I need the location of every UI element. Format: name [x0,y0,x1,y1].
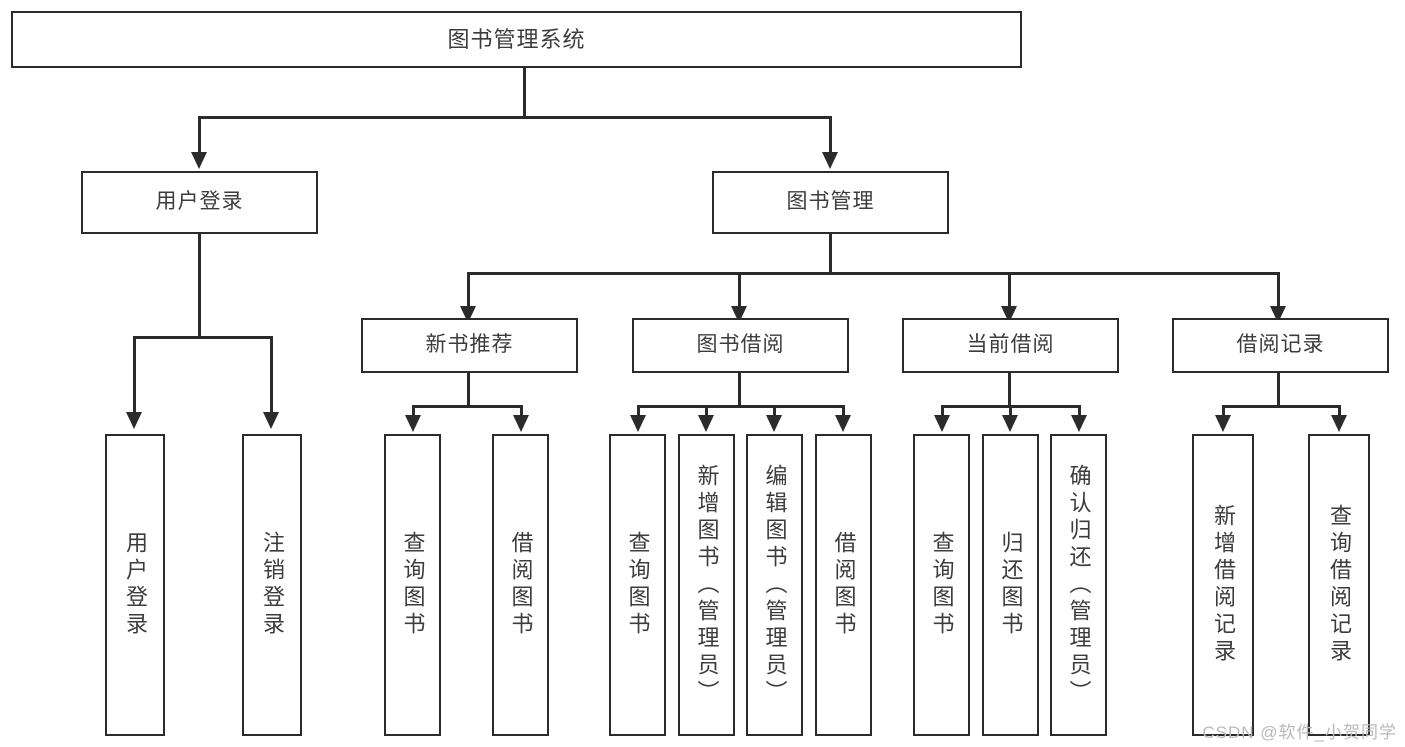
node-label: 借阅图书 [831,531,857,639]
watermark-text: CSDN @软件_小贺同学 [1202,723,1397,742]
node-book-manage[interactable]: 图书管理 [712,171,949,234]
connector-current-borrow-leaf-1 [1009,405,1012,419]
arrowhead-user-login [191,152,207,169]
arrowhead-leaf-book-borrow-0 [630,415,646,432]
node-label: 用户登录 [123,531,148,639]
connector-book-manage-stem [829,234,832,274]
node-label: 新增借阅记录 [1211,504,1236,666]
arrowhead-leaf-current-borrow-0 [934,415,950,432]
connector-new-book-leaf-0 [412,405,415,419]
leaf-book-borrow-2[interactable]: 编辑图书（管理员） [746,434,803,736]
node-label: 借阅记录 [1236,333,1325,357]
connector-book-borrow-leaf-0 [637,405,640,419]
node-label: 编辑图书（管理员） [762,463,788,707]
node-new-book-recommend[interactable]: 新书推荐 [361,318,578,373]
connector-root-stem [523,68,526,118]
node-label: 查询借阅记录 [1327,504,1352,666]
arrowhead-leaf-user-login-1 [263,412,279,429]
connector-root-bus [198,116,831,119]
leaf-new-book-recommend-1[interactable]: 借阅图书 [492,434,549,736]
node-label: 当前借阅 [966,333,1055,357]
arrowhead-leaf-borrow-record-0 [1215,415,1231,432]
node-user-login[interactable]: 用户登录 [81,171,318,234]
connector-user-login-leaf-1 [270,336,273,414]
node-label: 查询图书 [625,531,651,639]
arrowhead-leaf-current-borrow-1 [1002,415,1018,432]
connector-current-borrow-leaf-0 [941,405,944,419]
leaf-current-borrow-2[interactable]: 确认归还（管理员） [1050,434,1107,736]
connector-borrow-record-leaf-1 [1338,405,1341,419]
connector-book-manage-to-current-borrow [1008,272,1011,308]
arrowhead-book-manage [822,152,838,169]
connector-borrow-record-leaf-0 [1222,405,1225,419]
connector-book-borrow-stem [738,373,741,407]
leaf-borrow-record-0[interactable]: 新增借阅记录 [1192,434,1254,736]
leaf-book-borrow-3[interactable]: 借阅图书 [815,434,872,736]
leaf-new-book-recommend-0[interactable]: 查询图书 [384,434,441,736]
connector-borrow-record-stem [1277,373,1280,407]
connector-book-manage-to-borrow-record [1277,272,1280,308]
leaf-book-borrow-1[interactable]: 新增图书（管理员） [678,434,735,736]
node-label: 查询图书 [929,531,955,639]
node-label: 图书管理系统 [447,26,586,52]
node-label: 用户登录 [155,190,244,214]
node-label: 新书推荐 [425,333,514,357]
arrowhead-leaf-current-borrow-2 [1071,415,1087,432]
leaf-current-borrow-1[interactable]: 归还图书 [982,434,1039,736]
node-label: 归还图书 [998,531,1024,639]
connector-new-book-bus [412,405,522,408]
node-label: 注销登录 [260,531,285,639]
connector-book-manage-to-book-borrow [738,272,741,308]
arrowhead-leaf-new-book-1 [513,415,529,432]
leaf-user-login-0[interactable]: 用户登录 [105,434,165,736]
connector-user-login-leaf-0 [133,336,136,414]
connector-root-to-book-manage [829,116,832,154]
node-label: 借阅图书 [508,531,534,639]
node-current-borrow[interactable]: 当前借阅 [902,318,1119,373]
connector-root-to-user-login [198,116,201,154]
leaf-borrow-record-1[interactable]: 查询借阅记录 [1308,434,1370,736]
node-borrow-record[interactable]: 借阅记录 [1172,318,1389,373]
connector-user-login-bus [133,336,272,339]
connector-current-borrow-leaf-2 [1078,405,1081,419]
arrowhead-leaf-borrow-record-1 [1331,415,1347,432]
node-label: 图书借阅 [696,333,785,357]
leaf-current-borrow-0[interactable]: 查询图书 [913,434,970,736]
connector-book-borrow-leaf-1 [705,405,708,419]
connector-new-book-leaf-1 [520,405,523,419]
connector-user-login-stem [198,234,201,338]
node-label: 查询图书 [400,531,426,639]
node-book-borrow[interactable]: 图书借阅 [632,318,849,373]
node-root-system[interactable]: 图书管理系统 [11,11,1022,68]
leaf-book-borrow-0[interactable]: 查询图书 [609,434,666,736]
connector-current-borrow-stem [1008,373,1011,407]
connector-book-manage-to-new-book [467,272,470,308]
node-label: 新增图书（管理员） [694,463,720,707]
connector-book-borrow-leaf-3 [842,405,845,419]
connector-book-borrow-bus [637,405,845,408]
arrowhead-leaf-book-borrow-3 [835,415,851,432]
arrowhead-leaf-book-borrow-1 [698,415,714,432]
node-label: 图书管理 [786,190,875,214]
connector-book-manage-bus [467,272,1280,275]
connector-book-borrow-leaf-2 [773,405,776,419]
arrowhead-leaf-new-book-0 [405,415,421,432]
arrowhead-leaf-book-borrow-2 [766,415,782,432]
connector-borrow-record-bus [1222,405,1340,408]
arrowhead-leaf-user-login-0 [126,412,142,429]
connector-new-book-stem [467,373,470,407]
node-label: 确认归还（管理员） [1066,463,1092,707]
leaf-user-login-1[interactable]: 注销登录 [242,434,302,736]
